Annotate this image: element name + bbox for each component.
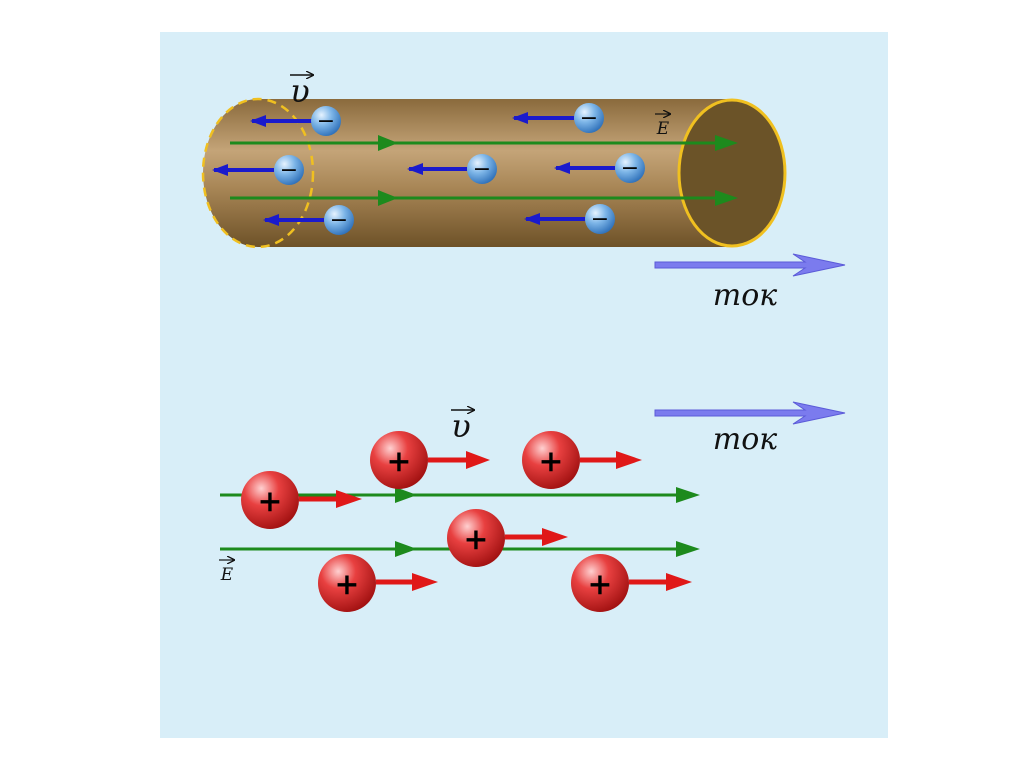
positive-particle xyxy=(318,554,376,612)
electrons: − − − − − xyxy=(212,103,645,235)
velocity-label-top: υ xyxy=(290,72,313,110)
electron-sign: − xyxy=(621,156,639,181)
conductor-end-face xyxy=(677,98,787,248)
electron-particle xyxy=(311,106,341,136)
charge-sign: + xyxy=(587,567,612,602)
electron-sign: − xyxy=(317,109,335,134)
electron-particle xyxy=(615,153,645,183)
electron: − xyxy=(524,204,615,234)
electron: − xyxy=(407,154,497,184)
current-label: ток xyxy=(713,422,778,457)
positive-charge: + xyxy=(522,431,642,489)
positive-charge: + xyxy=(370,431,490,489)
positive-particle xyxy=(522,431,580,489)
positive-velocity-arrowhead xyxy=(666,573,692,591)
current-label: ток xyxy=(713,278,778,313)
positive-particle xyxy=(447,509,505,567)
positive-charges: + + + + xyxy=(241,431,692,612)
field-arrowhead xyxy=(378,135,398,151)
positive-velocity-arrowhead xyxy=(616,451,642,469)
electron: − xyxy=(250,106,341,136)
field-arrowhead xyxy=(395,541,417,557)
positive-charge: + xyxy=(571,554,692,612)
current-arrow-bottom: ток xyxy=(654,401,846,457)
conductor-section: − − − − − xyxy=(201,72,846,313)
charge-sign: + xyxy=(386,444,411,479)
electron-particle xyxy=(324,205,354,235)
electron-particle xyxy=(467,154,497,184)
field-arrowhead xyxy=(676,541,700,557)
field-arrowhead xyxy=(715,190,738,206)
field-symbol: E xyxy=(220,565,234,585)
electron-sign: − xyxy=(280,158,298,183)
positive-charge-section: ток υ E + xyxy=(219,401,846,612)
field-lines-top xyxy=(230,135,738,206)
conductor-cross-section xyxy=(201,97,315,249)
charge-sign: + xyxy=(334,567,359,602)
positive-velocity-arrowhead xyxy=(466,451,490,469)
velocity-symbol: υ xyxy=(451,407,470,445)
charge-sign: + xyxy=(257,484,282,519)
charge-sign: + xyxy=(538,444,563,479)
electron-particle xyxy=(585,204,615,234)
field-arrowhead xyxy=(715,135,738,151)
positive-velocity-arrowhead xyxy=(336,490,362,508)
positive-particle xyxy=(241,471,299,529)
positive-charge: + xyxy=(318,554,438,612)
current-arrow-top: ток xyxy=(654,253,846,313)
charge-sign: + xyxy=(463,522,488,557)
electron: − xyxy=(512,103,604,133)
electron: − xyxy=(554,153,645,183)
electron: − xyxy=(212,155,304,185)
electron-particle xyxy=(574,103,604,133)
velocity-symbol: υ xyxy=(290,72,309,110)
positive-particle xyxy=(571,554,629,612)
field-arrowhead xyxy=(378,190,398,206)
field-label-top: E xyxy=(655,114,670,139)
electron-sign: − xyxy=(580,106,598,131)
positive-charge: + xyxy=(241,471,362,529)
electron-sign: − xyxy=(330,208,348,233)
field-arrowhead xyxy=(395,487,417,503)
positive-particle xyxy=(370,431,428,489)
electron-sign: − xyxy=(591,207,609,232)
positive-charge: + xyxy=(447,509,568,567)
current-arrow-icon xyxy=(654,401,846,425)
field-arrowhead xyxy=(676,487,700,503)
current-arrow-icon xyxy=(654,253,846,277)
positive-velocity-arrowhead xyxy=(542,528,568,546)
velocity-label-bottom: υ xyxy=(451,407,474,445)
electron: − xyxy=(263,205,354,235)
field-label-bottom: E xyxy=(219,560,234,585)
positive-velocity-arrowhead xyxy=(412,573,438,591)
electron-particle xyxy=(274,155,304,185)
field-symbol: E xyxy=(656,119,670,139)
electron-sign: − xyxy=(473,157,491,182)
